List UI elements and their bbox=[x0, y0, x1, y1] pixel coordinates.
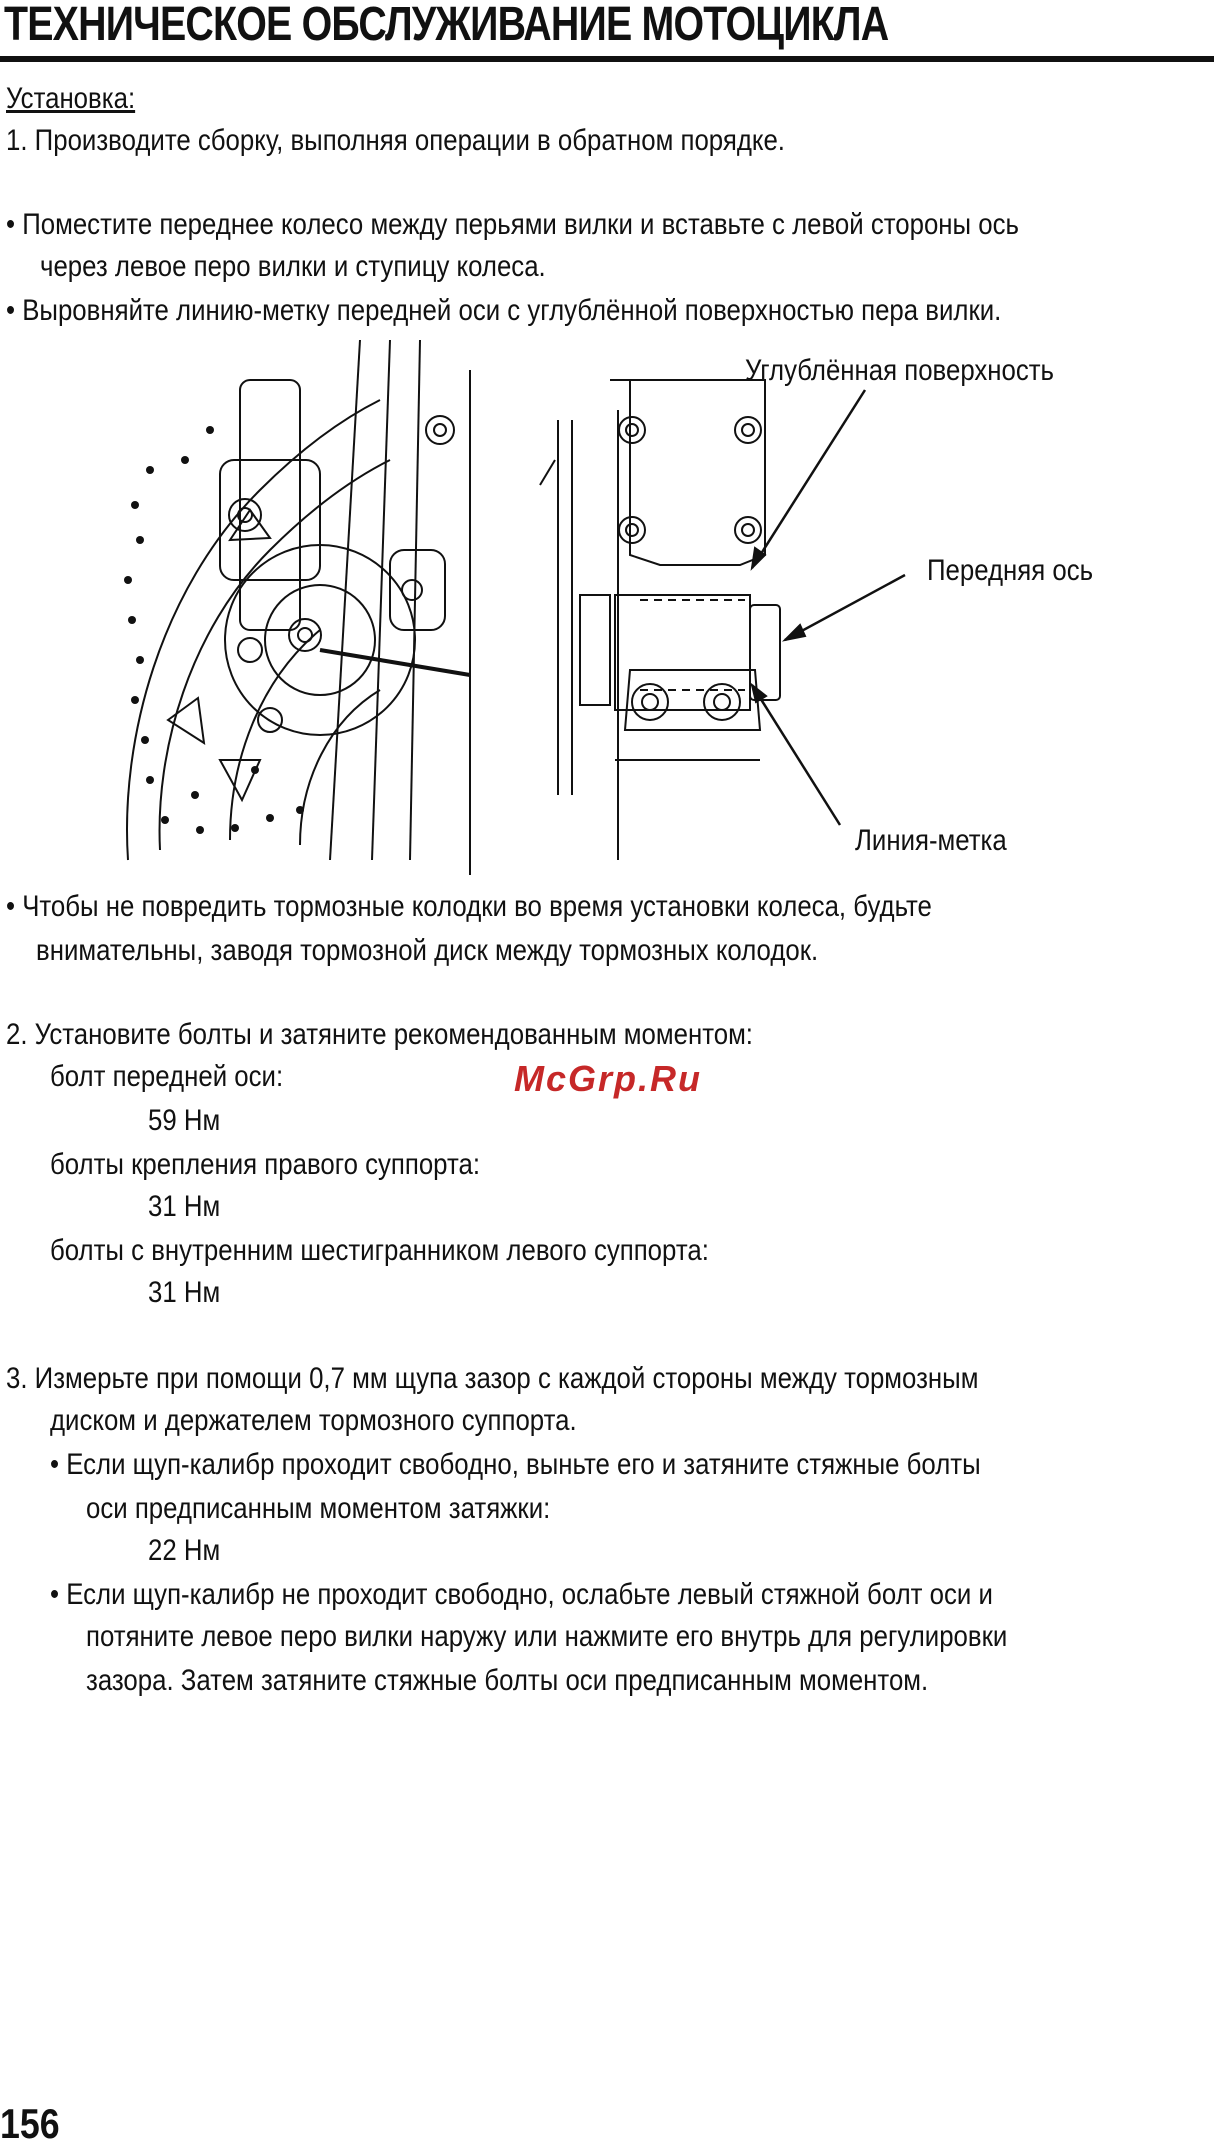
torque-label: болты с внутренним шестигранником левого… bbox=[50, 1234, 709, 1267]
bullet-insert-axle-cont: через левое перо вилки и ступицу колеса. bbox=[40, 250, 546, 283]
title-rule bbox=[0, 56, 1214, 62]
label-recessed-surface: Углублённая поверхность bbox=[745, 353, 1054, 386]
step-3-bullet-1: • Если щуп-калибр проходит свободно, вын… bbox=[50, 1448, 981, 1481]
watermark: McGrp.Ru bbox=[514, 1058, 703, 1099]
page-number: 156 bbox=[0, 2100, 60, 2147]
step-3-line-2: диском и держателем тормозного суппорта. bbox=[50, 1404, 577, 1437]
brake-disc-drawing bbox=[124, 340, 471, 861]
step-2-intro: 2. Установите болты и затяните рекомендо… bbox=[6, 1018, 753, 1051]
torque-label: болты крепления правого суппорта: bbox=[50, 1148, 481, 1181]
step-3-bullet-2-cont: потяните левое перо вилки наружу или наж… bbox=[86, 1620, 1008, 1653]
wheel-axle-figure: Углублённая поверхность Передняя ось Лин… bbox=[124, 340, 1093, 875]
label-front-axle: Передняя ось bbox=[927, 553, 1093, 586]
step-3-bullet-2-cont: зазора. Затем затяните стяжные болты оси… bbox=[86, 1664, 929, 1697]
page-title: ТЕХНИЧЕСКОЕ ОБСЛУЖИВАНИЕ МОТОЦИКЛА bbox=[4, 0, 889, 51]
section-title: Установка: bbox=[6, 82, 136, 115]
bullet-caution-cont: внимательны, заводя тормозной диск между… bbox=[36, 934, 819, 967]
torque-value: 31 Нм bbox=[148, 1276, 221, 1309]
bullet-caution: • Чтобы не повредить тормозные колодки в… bbox=[6, 890, 932, 923]
bullet-insert-axle: • Поместите переднее колесо между перьям… bbox=[6, 208, 1019, 241]
torque-value: 22 Нм bbox=[148, 1534, 221, 1567]
step-1: 1. Производите сборку, выполняя операции… bbox=[6, 124, 785, 157]
fork-axle-drawing bbox=[539, 379, 906, 860]
step-3-line-1: 3. Измерьте при помощи 0,7 мм щупа зазор… bbox=[6, 1362, 979, 1395]
label-index-line: Линия-метка bbox=[855, 823, 1007, 856]
bullet-align-mark: • Выровняйте линию-метку передней оси с … bbox=[6, 294, 1002, 327]
torque-value: 59 Нм bbox=[148, 1104, 221, 1137]
step-3-bullet-2: • Если щуп-калибр не проходит свободно, … bbox=[50, 1578, 993, 1611]
torque-label: болт передней оси: bbox=[50, 1060, 284, 1093]
torque-value: 31 Нм bbox=[148, 1190, 221, 1223]
step-3-bullet-1-cont: оси предписанным моментом затяжки: bbox=[86, 1492, 551, 1525]
